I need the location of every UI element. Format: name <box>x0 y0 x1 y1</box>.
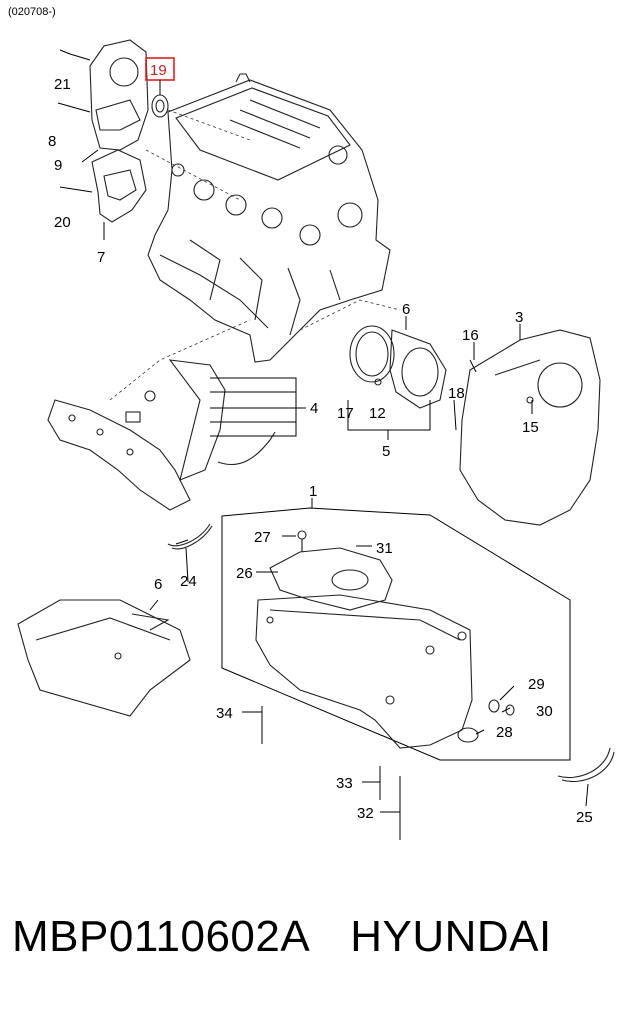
lower-oil-pan-illustration <box>17 599 191 717</box>
seal-case-illustration <box>299 299 477 431</box>
callout-4-bracket <box>210 377 306 437</box>
callout-15: 15 <box>522 419 539 436</box>
callout-5-bracket <box>347 400 431 440</box>
callout-7: 7 <box>97 249 105 266</box>
callout-26: 26 <box>236 565 253 582</box>
callout-19: 19 <box>150 62 167 79</box>
callout-9: 9 <box>54 157 62 174</box>
baffle-illustration <box>269 530 393 611</box>
callout-6-lower: 6 <box>154 576 162 593</box>
callout-24: 24 <box>180 573 197 590</box>
callout-1-box <box>221 498 571 761</box>
callout-33: 33 <box>336 775 353 792</box>
callout-3: 3 <box>515 309 523 326</box>
callout-12: 12 <box>369 405 386 422</box>
callout-numbers: 21 8 9 20 7 6 16 3 4 17 12 18 15 5 1 27 … <box>48 76 593 826</box>
callout-16: 16 <box>462 327 479 344</box>
callout-32: 32 <box>357 805 374 822</box>
footer-caption: MBP0110602A HYUNDAI <box>12 912 612 962</box>
rear-plate-illustration <box>459 329 601 526</box>
callout-21: 21 <box>54 76 71 93</box>
callout-5: 5 <box>382 443 390 460</box>
callout-6-upper: 6 <box>402 301 410 318</box>
callout-8: 8 <box>48 133 56 150</box>
oil-pan-illustration <box>255 594 515 749</box>
footer-part-code: MBP0110602A <box>12 912 311 961</box>
timing-cover-illustration <box>57 39 251 223</box>
callout-29: 29 <box>528 676 545 693</box>
leader-lines <box>81 149 589 813</box>
callout-4: 4 <box>310 400 318 417</box>
callout-34: 34 <box>216 705 233 722</box>
ladder-frame-illustration <box>47 319 276 511</box>
callout-27: 27 <box>254 529 271 546</box>
callout-20: 20 <box>54 214 71 231</box>
callout-31: 31 <box>376 540 393 557</box>
callout-28: 28 <box>496 724 513 741</box>
callout-25: 25 <box>576 809 593 826</box>
highlighted-part-callout: 19 <box>145 57 175 95</box>
callout-1: 1 <box>309 483 317 500</box>
date-code-label: (020708-) <box>8 6 56 18</box>
callout-17: 17 <box>337 405 354 422</box>
callout-30: 30 <box>536 703 553 720</box>
footer-brand: HYUNDAI <box>350 912 552 961</box>
engine-block-illustration <box>147 73 391 363</box>
callout-18: 18 <box>448 385 465 402</box>
bolt-illustrations <box>261 545 401 840</box>
gasket-illustrations <box>167 523 615 782</box>
